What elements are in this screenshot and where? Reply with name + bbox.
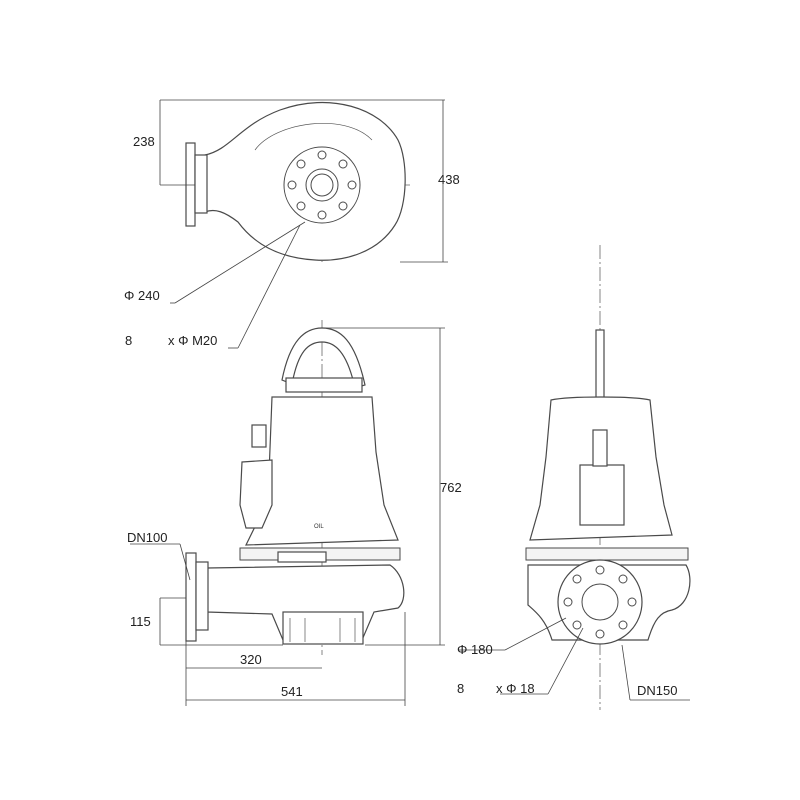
- inlet-dn150-label: DN150: [637, 683, 677, 698]
- bolt-circle-180-label: Φ 180: [457, 642, 493, 657]
- dim-541-label: 541: [281, 684, 303, 699]
- dim-438-label: 438: [438, 172, 460, 187]
- front-view: [458, 245, 691, 710]
- dim-115-label: 115: [130, 614, 151, 629]
- oil-label: OIL: [314, 524, 324, 530]
- dim-320-label: 320: [240, 652, 262, 667]
- dim-762-label: 762: [440, 480, 462, 495]
- top-view: [159, 99, 448, 349]
- front-bolt-count-label: 8: [457, 681, 464, 696]
- front-bolt-holes: [563, 565, 637, 639]
- dim-238-label: 238: [133, 134, 155, 149]
- side-view: [130, 320, 445, 706]
- bolt-spec-m20-label: x Φ M20: [168, 333, 217, 348]
- bolt-holes: [287, 150, 357, 220]
- front-bolt-spec-label: x Φ 18: [496, 681, 535, 696]
- bolt-count-label: 8: [125, 333, 132, 348]
- outlet-dn100-label: DN100: [127, 530, 167, 545]
- bolt-circle-240-label: Φ 240: [124, 288, 160, 303]
